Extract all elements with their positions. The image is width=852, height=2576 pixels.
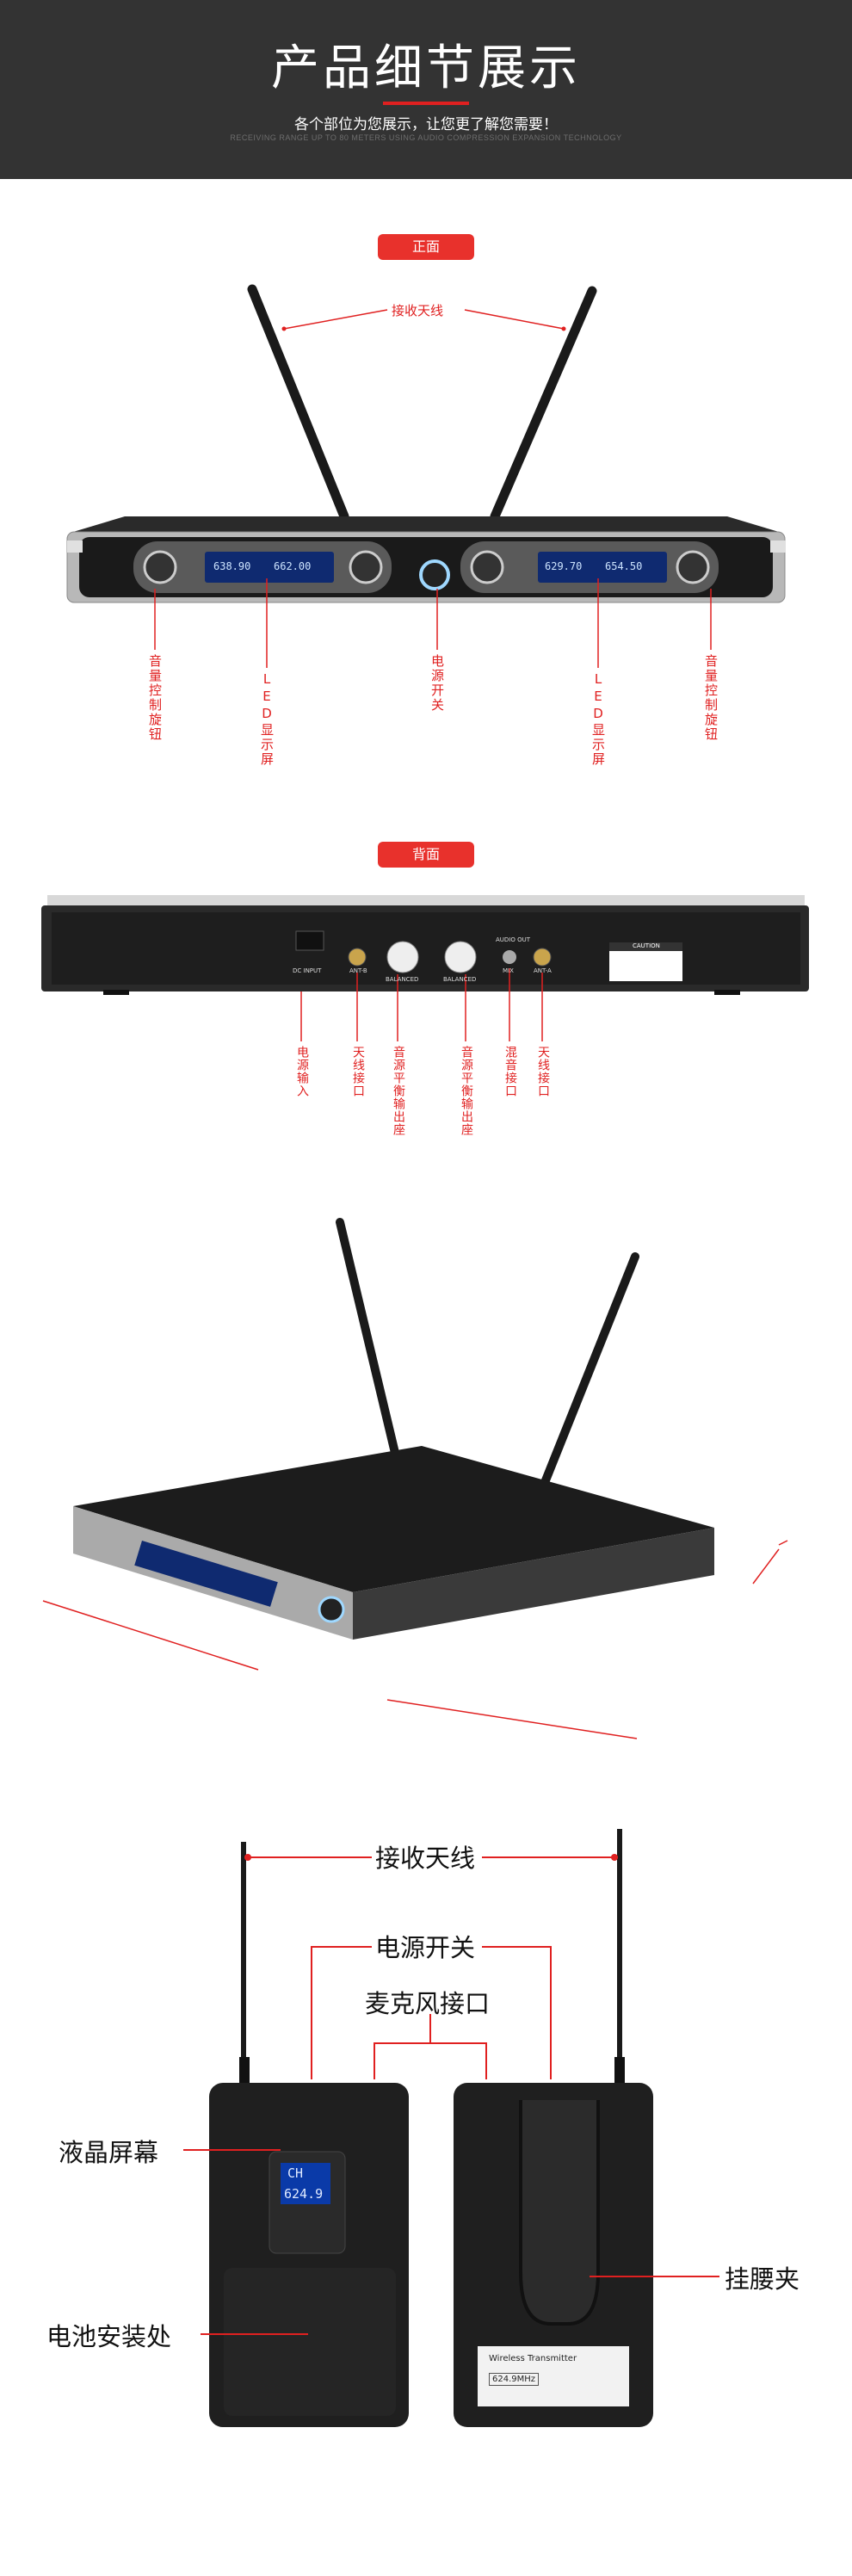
tx-power-label: 电源开关 — [375, 1933, 476, 1962]
tx-sticker-title: Wireless Transmitter — [489, 2354, 577, 2363]
front-badge: 正面 — [378, 234, 474, 260]
front-antenna-right — [490, 286, 597, 522]
back-panel-ant-a: ANT-A — [534, 967, 552, 974]
back-label-antenna-a: 天线接口 — [536, 1046, 550, 1097]
title-underline — [383, 102, 469, 105]
back-panel-bal-a: BALANCED — [443, 976, 477, 983]
header-banner: 产品细节展示 各个部位为您展示，让您更了解您需要！ RECEIVING RANG… — [0, 0, 852, 179]
front-display-left-2: 662.00 — [274, 560, 312, 572]
front-antenna-left — [247, 284, 349, 522]
back-label-power-input: 电源输入 — [295, 1046, 309, 1097]
back-panel-dc: DC INPUT — [293, 967, 322, 974]
page-title: 产品细节展示 — [271, 40, 581, 96]
back-label-mix: 混音接口 — [503, 1046, 517, 1097]
back-label-balanced-out-a: 音源平衡输出座 — [460, 1046, 473, 1136]
front-label-volume-right: 音量控制旋钮 — [703, 654, 719, 742]
back-panel-ant-b: ANT-B — [349, 967, 367, 974]
front-label-volume-left: 音量控制旋钮 — [147, 654, 163, 742]
back-panel-audio-out: AUDIO OUT — [496, 936, 531, 943]
tx-battery-label: 电池安装处 — [46, 2322, 172, 2351]
tx-mic-label: 麦克风接口 — [365, 1989, 491, 2018]
tx-lcd-freq: 624.9 — [284, 2186, 324, 2202]
back-panel-caution: CAUTION — [633, 942, 660, 949]
back-label-antenna-b: 天线接口 — [351, 1046, 365, 1097]
tx-sticker-freq: 624.9MHz — [489, 2373, 540, 2386]
front-display-right-2: 654.50 — [605, 560, 643, 572]
front-label-led-right: LED显示屏 — [590, 671, 606, 767]
front-display-left: 638.90 — [213, 560, 251, 572]
back-panel-mix: MIX — [503, 967, 514, 974]
back-panel-bal-b: BALANCED — [386, 976, 419, 983]
page-subtitle: 各个部位为您展示，让您更了解您需要！ — [294, 116, 558, 133]
tx-lcd-label: 液晶屏幕 — [59, 2138, 159, 2167]
back-badge: 背面 — [378, 842, 474, 868]
tx-antenna-label: 接收天线 — [375, 1844, 476, 1873]
tx-lcd-ch: CH — [287, 2165, 304, 2181]
front-label-power: 电源开关 — [429, 654, 445, 713]
back-label-balanced-out-b: 音源平衡输出座 — [392, 1046, 405, 1136]
page-english-subtitle: RECEIVING RANGE UP TO 80 METERS USING AU… — [230, 133, 622, 142]
front-antenna-label: 接收天线 — [392, 303, 444, 318]
tx-clip-label: 挂腰夹 — [725, 2264, 800, 2294]
front-display-right: 629.70 — [545, 560, 583, 572]
front-label-led-left: LED显示屏 — [259, 671, 275, 767]
